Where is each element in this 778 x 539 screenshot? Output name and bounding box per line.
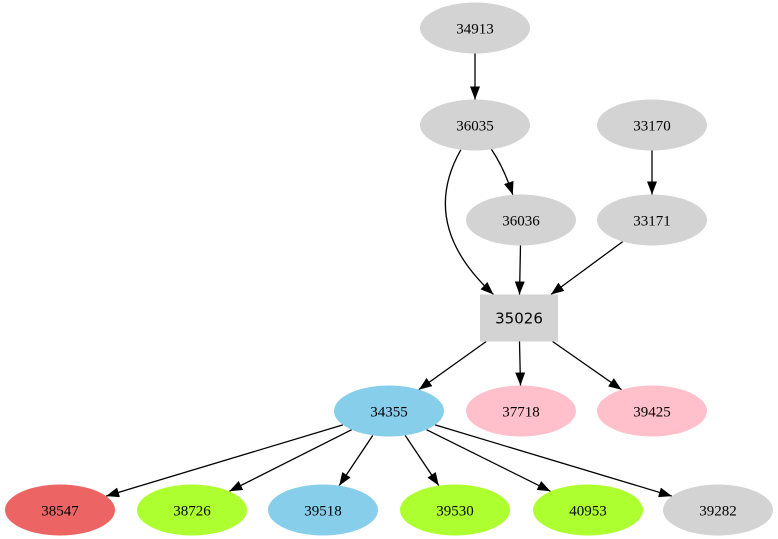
node-39530-label: 39530 [436,504,474,520]
edge-34355-38547 [105,424,344,498]
edge-34355-38726 [229,429,352,492]
node-35026-label: 35026 [495,310,543,328]
edge-34355-39530 [404,435,440,486]
edge-34355-40953 [426,429,551,492]
edge-34355-39518 [338,435,374,486]
node-33170[interactable]: 33170 [597,99,707,151]
node-40953-label: 40953 [569,504,607,520]
node-38726[interactable]: 38726 [137,484,247,536]
node-39530-shape [400,484,510,536]
node-34355-label: 34355 [370,405,408,421]
node-36036-shape [466,194,576,246]
node-34355[interactable]: 34355 [334,385,444,437]
node-36035-shape [420,99,530,151]
node-33171[interactable]: 33171 [597,194,707,246]
edge-36035-35026 [444,149,494,295]
node-39425[interactable]: 39425 [597,385,707,437]
node-38726-label: 38726 [173,504,211,520]
node-39282-shape [663,484,773,536]
node-39518-label: 39518 [304,504,342,520]
node-38547-label: 38547 [41,504,79,520]
node-36035-label: 36035 [456,119,494,135]
node-37718-shape [466,385,576,437]
node-39425-label: 39425 [633,405,671,421]
edge-36035-36036 [490,148,514,196]
edge-35026-39425 [552,340,622,391]
node-36035[interactable]: 36035 [420,99,530,151]
node-36036-label: 36036 [502,214,540,230]
node-34913[interactable]: 34913 [420,2,530,54]
node-38726-shape [137,484,247,536]
node-33170-label: 33170 [633,119,671,135]
node-39282[interactable]: 39282 [663,484,773,536]
edge-35026-37718 [515,341,526,386]
edge-36036-35026 [514,245,525,295]
node-33170-shape [597,99,707,151]
node-39425-shape [597,385,707,437]
node-39518-shape [268,484,378,536]
edge-34355-39282 [434,424,673,498]
edge-33171-35026 [550,241,624,296]
edge-35026-34355 [418,340,487,391]
node-35026[interactable]: 35026 [480,294,558,342]
node-35026-shape [480,294,558,342]
node-34913-label: 34913 [456,22,494,38]
node-39518[interactable]: 39518 [268,484,378,536]
node-33171-shape [597,194,707,246]
node-34355-shape [334,385,444,437]
node-40953-shape [533,484,643,536]
node-39282-label: 39282 [699,504,737,520]
node-37718[interactable]: 37718 [466,385,576,437]
node-38547-shape [5,484,115,536]
node-33171-label: 33171 [633,214,671,230]
node-34913-shape [420,2,530,54]
node-40953[interactable]: 40953 [533,484,643,536]
node-36036[interactable]: 36036 [466,194,576,246]
node-37718-label: 37718 [502,405,540,421]
node-38547[interactable]: 38547 [5,484,115,536]
node-39530[interactable]: 39530 [400,484,510,536]
